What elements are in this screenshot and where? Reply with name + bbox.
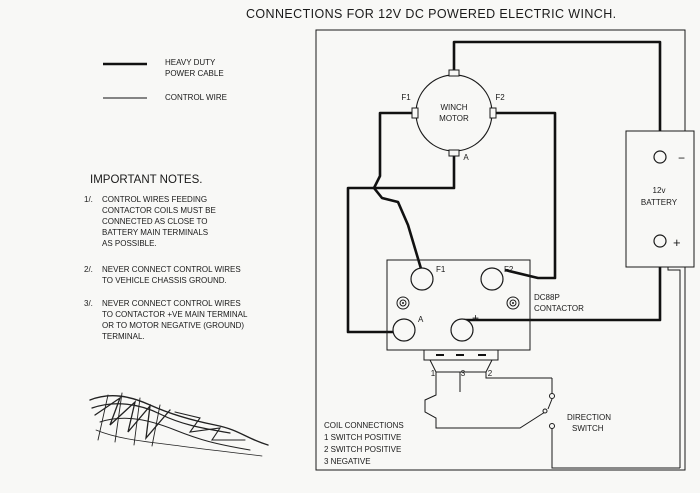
handwritten-signature (89, 392, 269, 457)
important-notes: IMPORTANT NOTES. 1/. CONTROL WIRES FEEDI… (84, 174, 248, 341)
contactor-model-label-1: DC88P (534, 293, 560, 302)
cable-motor-f1-to-contactor-f1 (372, 111, 424, 273)
wire-switch-common (551, 428, 680, 469)
coil-connection-2: 2 SWITCH POSITIVE (324, 445, 401, 454)
coil-pin-3-label: 3 (461, 369, 466, 378)
cable-motor-a-to-contactor-a (346, 153, 456, 334)
battery-positive-terminal (653, 234, 667, 248)
contactor-a-label: A (418, 315, 424, 324)
contactor-f2-label: F2 (504, 265, 514, 274)
diagram-title: CONNECTIONS FOR 12V DC POWERED ELECTRIC … (246, 7, 617, 21)
coil-pin-1-label: 1 (431, 369, 436, 378)
note-2-line-2: TO VEHICLE CHASSIS GROUND. (102, 276, 227, 285)
motor-f2-label: F2 (495, 93, 505, 102)
power-cables (346, 40, 662, 334)
contactor: F1 F2 A + DC88P CONTACTOR 1 3 2 (386, 259, 584, 378)
contactor-f1-terminal (410, 267, 434, 291)
contactor-positive-terminal (450, 318, 474, 342)
switch-contact-bottom (549, 423, 555, 429)
switch-blade (547, 398, 553, 410)
cable-motor-f2-to-contactor-f2 (493, 111, 557, 280)
switch-label-2: SWITCH (572, 424, 604, 433)
coil-connections-key: COIL CONNECTIONS 1 SWITCH POSITIVE 2 SWI… (324, 421, 404, 466)
coil-connections-heading: COIL CONNECTIONS (324, 421, 404, 430)
note-3-line-3: OR TO MOTOR NEGATIVE (GROUND) (102, 321, 244, 330)
note-1-line-3: CONNECTED AS CLOSE TO (102, 217, 208, 226)
motor-f1-terminal (411, 107, 419, 119)
note-1-line-1: CONTROL WIRES FEEDING (102, 195, 207, 204)
motor-label-2: MOTOR (439, 114, 469, 123)
wire-coil-1 (424, 372, 546, 429)
battery-label-2: BATTERY (641, 198, 678, 207)
note-1-line-2: CONTACTOR COILS MUST BE (102, 206, 216, 215)
wire-battery-pos-feed (667, 244, 681, 468)
battery-label-1: 12v (653, 186, 666, 195)
coil-pin-2-label: 2 (488, 369, 493, 378)
contactor-a-terminal (392, 318, 416, 342)
battery: − + 12v BATTERY (625, 130, 695, 268)
coil-connection-1: 1 SWITCH POSITIVE (324, 433, 401, 442)
contactor-screw-left (396, 296, 410, 310)
switch-label-1: DIRECTION (567, 413, 611, 422)
motor-a-label: A (463, 153, 469, 162)
note-3-number: 3/. (84, 299, 93, 308)
wire-coil-2 (485, 372, 552, 379)
cable-battery-neg-to-motor (452, 40, 662, 152)
winch-motor: WINCH MOTOR F1 F2 A (401, 69, 505, 162)
contactor-f1-label: F1 (436, 265, 446, 274)
note-1-line-5: AS POSSIBLE. (102, 239, 157, 248)
battery-positive-sign: + (673, 235, 681, 250)
notes-heading: IMPORTANT NOTES. (90, 174, 202, 186)
note-3-line-2: TO CONTACTOR +VE MAIN TERMINAL (102, 310, 248, 319)
contactor-model-label-2: CONTACTOR (534, 304, 584, 313)
coil-connection-3: 3 NEGATIVE (324, 457, 371, 466)
note-1-line-4: BATTERY MAIN TERMINALS (102, 228, 208, 237)
coil-plug-lead (429, 359, 493, 373)
note-2-line-1: NEVER CONNECT CONTROL WIRES (102, 265, 241, 274)
battery-negative-sign: − (678, 151, 685, 165)
switch-contact-top (549, 393, 555, 399)
motor-a-terminal (448, 149, 460, 157)
motor-label-1: WINCH (440, 103, 467, 112)
legend-heavy-label-2: POWER CABLE (165, 69, 224, 78)
note-1-number: 1/. (84, 195, 93, 204)
note-2-number: 2/. (84, 265, 93, 274)
motor-body (415, 74, 493, 152)
switch-contact-mid (542, 408, 548, 414)
motor-ground-terminal (448, 69, 460, 77)
note-3-line-4: TERMINAL. (102, 332, 145, 341)
contactor-screw-right (506, 296, 520, 310)
contactor-plus-label: + (472, 311, 479, 325)
legend-control-label: CONTROL WIRE (165, 93, 227, 102)
motor-f1-label: F1 (401, 93, 411, 102)
motor-f2-terminal (489, 107, 497, 119)
contactor-f2-terminal (480, 267, 504, 291)
note-3-line-1: NEVER CONNECT CONTROL WIRES (102, 299, 241, 308)
legend: HEAVY DUTY POWER CABLE CONTROL WIRE (103, 58, 227, 102)
direction-switch: DIRECTION SWITCH (542, 393, 611, 433)
battery-negative-terminal (653, 150, 667, 164)
legend-heavy-label-1: HEAVY DUTY (165, 58, 216, 67)
